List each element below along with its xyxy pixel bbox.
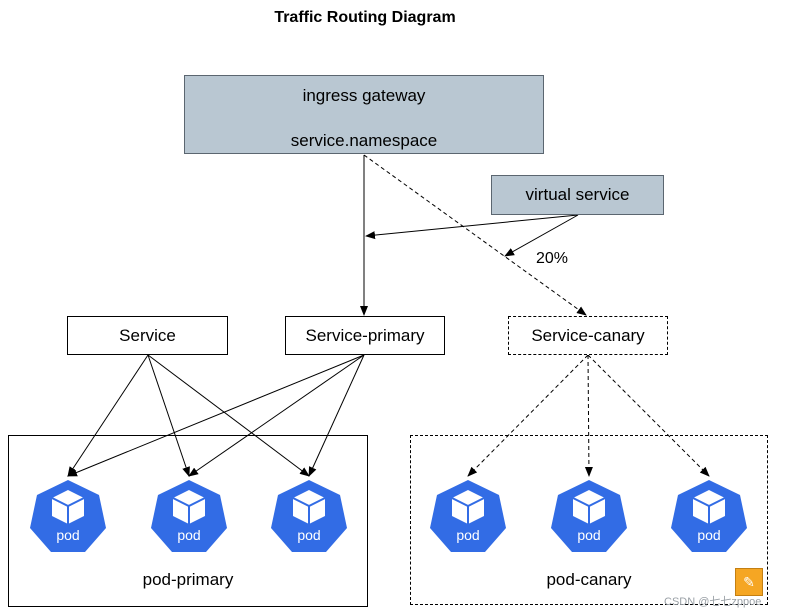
pod-icon: pod [670,478,748,554]
pod-icon: pod [429,478,507,554]
pod-icon: pod [29,478,107,554]
watermark-text: CSDN @七七zppoe [664,596,762,608]
service-canary-node: Service-canary [508,316,668,355]
primary-to-pod2-edge [188,354,365,477]
canary-percent-label: 20% [536,250,569,267]
vs-to-primary-path-edge [365,214,579,240]
primary-to-pod3-edge [308,354,365,477]
ingress-gateway-node: ingress gateway service.namespace [184,75,544,154]
canary-to-pod2-edge [584,354,593,477]
pod-primary-label: pod-primary [142,570,234,589]
pod-canary-group: pod-canary [410,435,768,605]
pod-label: pod [177,527,200,543]
pod-label: pod [297,527,320,543]
pod-canary-label: pod-canary [546,570,632,589]
service-node: Service [67,316,228,355]
service-primary-node: Service-primary [285,316,445,355]
canary-to-pod1-edge [467,354,589,477]
pod-label: pod [577,527,600,543]
pod-primary-group: pod-primary [8,435,368,607]
gateway-name: ingress gateway [302,86,426,105]
vs-to-canary-path-edge [504,214,579,257]
service-to-pod2-edge [147,354,190,477]
virtual-service-node: virtual service [491,175,664,215]
pod-icon: pod [550,478,628,554]
gateway-to-canary-edge [363,154,587,316]
canary-to-pod3-edge [587,354,710,477]
pod-label: pod [456,527,479,543]
edit-icon[interactable]: ✎ [735,568,763,596]
pod-icon: pod [270,478,348,554]
diagram-title: Traffic Routing Diagram [274,9,456,26]
gateway-namespace: service.namespace [290,131,438,150]
pod-label: pod [56,527,79,543]
service-to-pod1-edge [67,354,149,477]
service-to-pod3-edge [147,354,310,477]
pod-label: pod [697,527,720,543]
primary-to-pod1-edge [67,354,365,477]
pod-icon: pod [150,478,228,554]
